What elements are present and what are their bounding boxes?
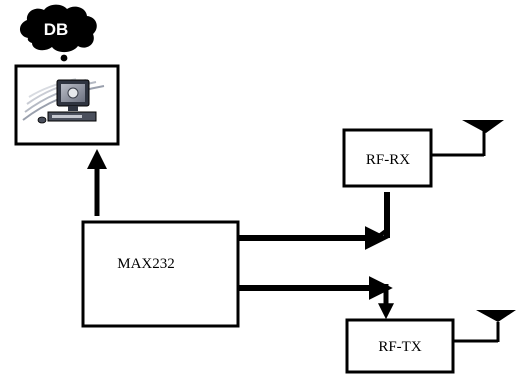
rf-tx-block: RF-TX: [345, 318, 455, 374]
rf-rx-box: [342, 128, 433, 188]
max232-label: MAX232: [117, 256, 175, 272]
max232-box: [81, 220, 240, 328]
database-label: DB: [44, 20, 69, 39]
cloud-tail-dot: [60, 54, 68, 62]
max232-rftx-link: [238, 276, 394, 320]
max232-rfrx-link: [238, 192, 390, 250]
computer-icon: [22, 78, 105, 124]
max232-block: MAX232: [81, 220, 240, 328]
rf-tx-label: RF-TX: [378, 339, 422, 355]
computer-block: [14, 64, 120, 146]
cloud-shape: [19, 4, 97, 53]
rf-rx-antenna-icon: [431, 120, 504, 157]
database-cloud: DB: [19, 4, 97, 62]
rf-tx-antenna-icon: [453, 310, 516, 343]
rf-tx-box: [345, 318, 455, 374]
rf-rx-block: RF-RX: [342, 128, 433, 188]
rf-rx-label: RF-RX: [366, 152, 410, 168]
